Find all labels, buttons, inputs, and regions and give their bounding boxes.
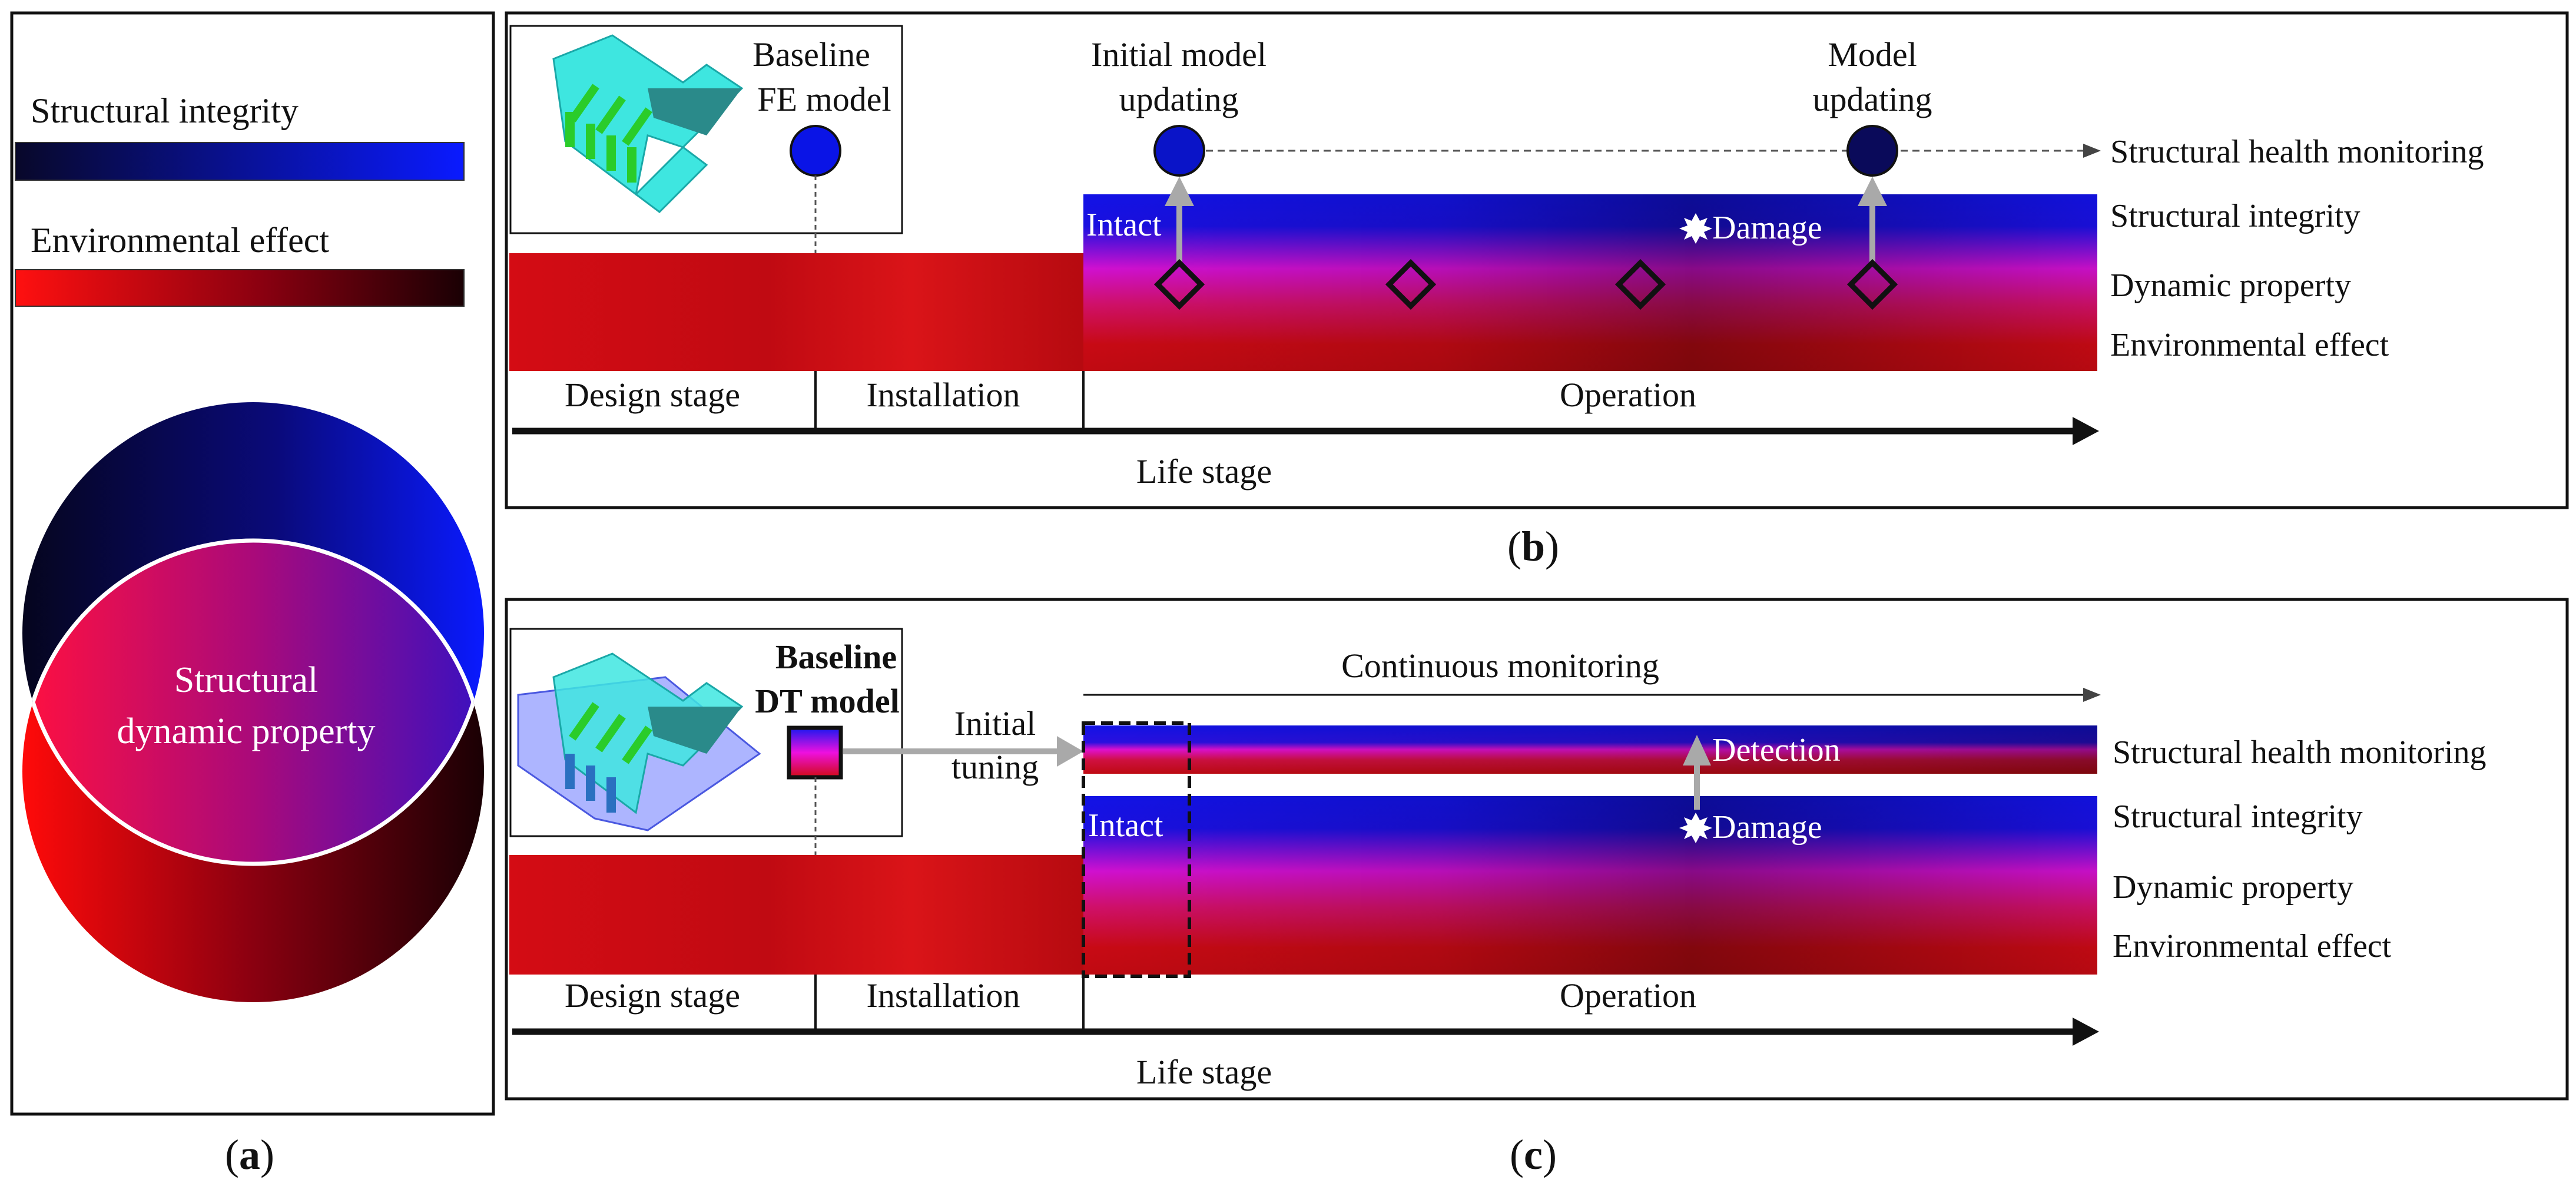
damage-burst-icon-c bbox=[1679, 813, 1712, 843]
venn-label-line2: dynamic property bbox=[117, 711, 375, 751]
environment-label-b: Environmental effect bbox=[2110, 327, 2389, 363]
life-stage-b: Life stage bbox=[1136, 452, 1272, 491]
life-stage-axis-b bbox=[512, 417, 2099, 445]
installation-c: Installation bbox=[867, 976, 1020, 1015]
shm-label-b: Structural health monitoring bbox=[2110, 134, 2484, 170]
shm-strip-shade bbox=[1083, 725, 2097, 774]
initial-tuning-arrow bbox=[843, 736, 1083, 767]
dynamic-label-b: Dynamic property bbox=[2110, 267, 2351, 304]
continuous-monitoring-label: Continuous monitoring bbox=[1341, 647, 1659, 685]
integrity-label-b: Structural integrity bbox=[2110, 198, 2360, 234]
initial-update-line1: Initial model bbox=[1091, 35, 1267, 74]
operation-bar-c-shade bbox=[1083, 796, 2097, 975]
model-update-line1: Model bbox=[1828, 35, 1917, 74]
operation-c: Operation bbox=[1560, 976, 1696, 1015]
initial-tuning-line2: tuning bbox=[952, 748, 1039, 786]
venn-label-line1: Structural bbox=[174, 660, 319, 700]
integrity-legend-bar bbox=[15, 142, 465, 181]
baseline-fe-line2: FE model bbox=[757, 80, 891, 118]
life-stage-c: Life stage bbox=[1136, 1053, 1272, 1091]
detection-label: Detection bbox=[1712, 732, 1841, 768]
model-update-arrow bbox=[1858, 177, 1887, 262]
fe-structure-icon bbox=[552, 34, 744, 213]
panel-c-caption: (c) bbox=[1510, 1131, 1557, 1178]
environment-legend-bar bbox=[15, 269, 465, 307]
initial-update-line2: updating bbox=[1119, 80, 1239, 118]
baseline-dt-line1: Baseline bbox=[775, 638, 897, 676]
initial-tuning-line1: Initial bbox=[954, 704, 1036, 743]
panel-a-caption: (a) bbox=[225, 1131, 274, 1178]
damage-label-c: Damage bbox=[1712, 809, 1822, 846]
intact-window-dashed bbox=[1082, 721, 1191, 978]
baseline-fe-node bbox=[790, 125, 841, 177]
damage-burst-icon-b bbox=[1679, 213, 1712, 244]
intact-label-c: Intact bbox=[1088, 807, 1163, 844]
operation-b: Operation bbox=[1560, 376, 1696, 414]
detection-arrow bbox=[1683, 735, 1711, 810]
initial-update-arrow bbox=[1165, 177, 1194, 262]
dt-model-mini-bar bbox=[787, 725, 843, 780]
measurement-diamond-3 bbox=[1614, 259, 1666, 310]
dynamic-label-c: Dynamic property bbox=[2113, 869, 2353, 906]
venn-diagram: Structural dynamic property bbox=[22, 402, 484, 1002]
venn-overlap-outline bbox=[22, 538, 484, 864]
measurement-diamond-1 bbox=[1153, 259, 1205, 310]
environment-label-c: Environmental effect bbox=[2113, 928, 2392, 965]
damage-label-b: Damage bbox=[1712, 210, 1822, 246]
shm-label-c: Structural health monitoring bbox=[2113, 734, 2487, 771]
design-install-bar bbox=[509, 253, 1083, 371]
measurement-diamond-2 bbox=[1385, 259, 1437, 310]
design-stage-b: Design stage bbox=[565, 376, 740, 414]
operation-bar-shade bbox=[1083, 194, 2097, 371]
measurement-diamond-4 bbox=[1846, 259, 1898, 310]
integrity-legend-label: Structural integrity bbox=[31, 91, 299, 130]
model-update-line2: updating bbox=[1813, 80, 1932, 118]
panel-b-caption: (b) bbox=[1507, 523, 1559, 570]
life-stage-axis-c bbox=[512, 1018, 2099, 1046]
dt-structure-icon bbox=[517, 652, 761, 831]
venn-overlap-outline-top bbox=[22, 541, 484, 866]
design-stage-c: Design stage bbox=[565, 976, 740, 1015]
venn-overlap bbox=[22, 541, 484, 864]
initial-update-node bbox=[1153, 125, 1205, 177]
environment-legend-label: Environmental effect bbox=[31, 221, 329, 260]
baseline-fe-line1: Baseline bbox=[752, 35, 870, 74]
panel-c-frame bbox=[505, 598, 2569, 1101]
design-install-bar-c bbox=[509, 855, 1083, 975]
intact-label-b: Intact bbox=[1086, 207, 1162, 243]
panel-b-frame bbox=[505, 11, 2569, 509]
model-update-node bbox=[1846, 125, 1898, 177]
panel-a-frame bbox=[10, 11, 495, 1116]
installation-b: Installation bbox=[867, 376, 1020, 414]
integrity-label-c: Structural integrity bbox=[2113, 798, 2363, 835]
baseline-dt-line2: DT model bbox=[755, 682, 899, 720]
